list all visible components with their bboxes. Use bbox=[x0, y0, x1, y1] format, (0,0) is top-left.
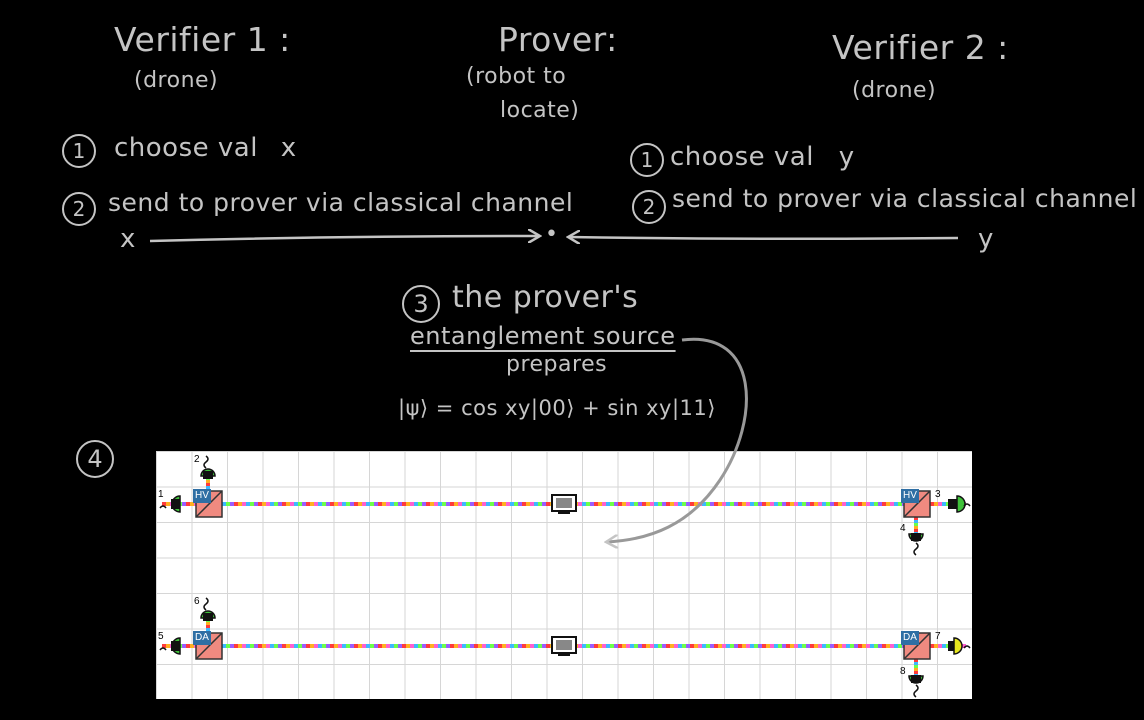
detector-label-8: 8 bbox=[900, 666, 906, 677]
verifier1-step1-var: x bbox=[280, 133, 297, 163]
arrow-x-to-prover bbox=[149, 236, 540, 241]
state-formula: |ψ⟩ = cos xy|00⟩ + sin xy|11⟩ bbox=[398, 396, 716, 420]
verifier2-arrow-var: y bbox=[978, 224, 994, 254]
beam-bottom-left-vertical bbox=[206, 613, 210, 647]
verifier2-subtitle: (drone) bbox=[852, 78, 937, 103]
splitter-tag-bottom-left: DA bbox=[193, 631, 211, 645]
verifier2-step1-marker: 1 bbox=[630, 143, 664, 177]
verifier2-step1-text: choose val y bbox=[670, 142, 855, 172]
detector-3 bbox=[948, 495, 971, 513]
entanglement-source-bottom bbox=[551, 636, 577, 656]
detector-6 bbox=[200, 597, 216, 621]
step3-text: the prover's bbox=[452, 280, 639, 315]
detector-4 bbox=[908, 533, 924, 556]
verifier2-step2-text: send to prover via classical channel bbox=[672, 184, 1138, 213]
detector-8 bbox=[908, 675, 924, 698]
verifier1-step1-marker: 1 bbox=[62, 134, 96, 168]
step3-marker: 3 bbox=[402, 285, 440, 323]
beam-bottom-right-vertical bbox=[914, 647, 918, 677]
optical-setup: HV HV DA DA 1 2 3 4 5 6 7 8 bbox=[156, 451, 972, 699]
verifier2-step1-var: y bbox=[838, 142, 855, 172]
beam-top-left-vertical bbox=[206, 471, 210, 505]
verifier1-step1-label: choose val bbox=[114, 133, 258, 163]
arrow-y-to-prover bbox=[568, 237, 959, 239]
detector-label-5: 5 bbox=[158, 631, 164, 642]
detector-label-4: 4 bbox=[900, 523, 906, 534]
prover-title: Prover: bbox=[498, 20, 618, 59]
splitter-tag-top-left: HV bbox=[193, 489, 211, 503]
prover-subtitle-line1: (robot to bbox=[466, 64, 567, 89]
splitter-tag-bottom-right: DA bbox=[901, 631, 919, 645]
verifier1-arrow-var: x bbox=[120, 224, 136, 254]
verifier1-subtitle: (drone) bbox=[134, 68, 219, 93]
detector-label-2: 2 bbox=[194, 454, 200, 465]
verifier1-step2-marker: 2 bbox=[62, 192, 96, 226]
detector-2 bbox=[200, 455, 216, 479]
detector-label-6: 6 bbox=[194, 596, 200, 607]
verifier2-step1-label: choose val bbox=[670, 142, 814, 172]
splitter-tag-top-right: HV bbox=[901, 489, 919, 503]
verifier1-step1-text: choose val x bbox=[114, 133, 297, 163]
detector-1 bbox=[159, 495, 181, 513]
detector-5 bbox=[159, 637, 181, 655]
detector-label-3: 3 bbox=[935, 489, 941, 500]
step4-marker: 4 bbox=[76, 440, 114, 478]
verifier2-title: Verifier 2 : bbox=[832, 28, 1009, 67]
prover-subtitle-line2: locate) bbox=[500, 98, 580, 123]
detector-label-7: 7 bbox=[935, 631, 941, 642]
prover-point: • bbox=[545, 222, 559, 247]
verifier1-title: Verifier 1 : bbox=[114, 20, 291, 59]
optical-components bbox=[159, 455, 971, 698]
verifier2-step2-marker: 2 bbox=[632, 190, 666, 224]
verifier1-step2-text: send to prover via classical channel bbox=[108, 188, 574, 217]
detector-7 bbox=[948, 637, 971, 655]
beam-top-right-vertical bbox=[914, 505, 918, 535]
detector-label-1: 1 bbox=[158, 489, 164, 500]
entanglement-source-label: entanglement source bbox=[410, 322, 676, 350]
prepares-label: prepares bbox=[506, 352, 608, 377]
entanglement-source-top bbox=[551, 494, 577, 514]
